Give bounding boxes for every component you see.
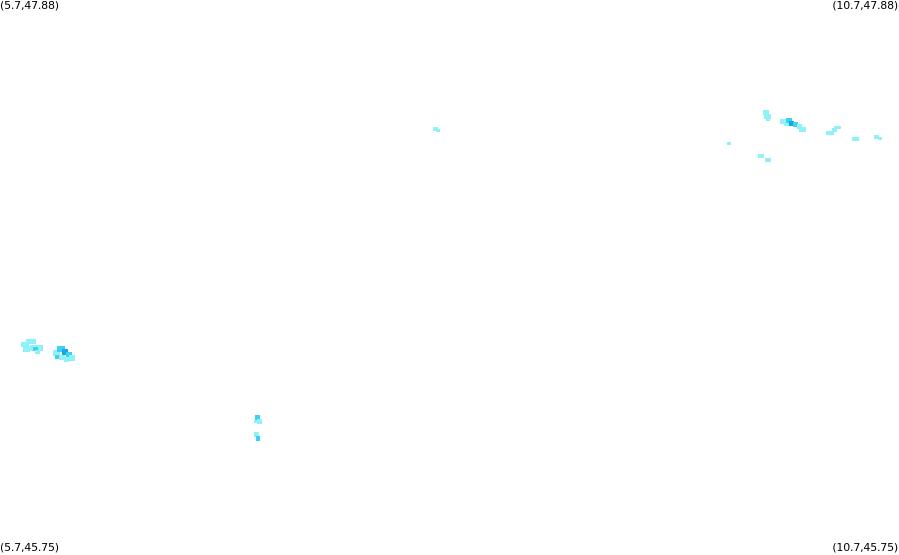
precipitation-cell [780,119,787,124]
precipitation-cell [57,346,65,352]
precipitation-cell [789,121,794,126]
precipitation-cell [852,137,859,141]
precipitation-cell [23,346,30,352]
precipitation-cell [35,350,40,354]
precipitation-cell [765,158,771,162]
corner-coordinate-bottom-left: (5.7,45.75) [0,541,59,554]
precipitation-cell [254,420,258,423]
corner-coordinate-top-left: (5.7,47.88) [0,0,59,12]
precipitation-cell [727,142,731,145]
precipitation-cell [433,127,438,131]
precipitation-cell [834,126,841,129]
precipitation-cell [53,350,60,356]
precipitation-cell [878,137,882,140]
precipitation-cell [874,135,879,139]
precipitation-cell [786,118,792,123]
precipitation-cell [793,122,798,127]
precipitation-cell [33,347,38,351]
precipitation-cell [784,123,789,126]
precipitation-cell [832,128,837,132]
precipitation-cell [38,345,43,351]
precipitation-cell [257,419,262,424]
precipitation-cell [21,342,29,347]
precipitation-cell [69,355,75,361]
precipitation-cell [55,355,59,359]
precipitation-cell [64,357,69,362]
precipitation-cell [26,339,36,344]
precipitation-cell [254,432,259,437]
precipitation-cell [766,118,770,121]
precipitation-cell [826,131,834,135]
precipitation-cell [59,355,65,360]
precipitation-cell [797,124,802,129]
precipitation-cell [436,129,440,132]
precipitation-cell [62,349,68,355]
precipitation-cell [758,154,764,158]
precipitation-cell [764,114,771,119]
precipitation-cell [255,415,260,420]
corner-coordinate-bottom-right: (10.7,45.75) [832,541,898,554]
precipitation-cell [799,127,806,132]
corner-coordinate-top-right: (10.7,47.88) [832,0,898,12]
precipitation-cell [763,110,769,115]
precipitation-cell [256,436,260,441]
